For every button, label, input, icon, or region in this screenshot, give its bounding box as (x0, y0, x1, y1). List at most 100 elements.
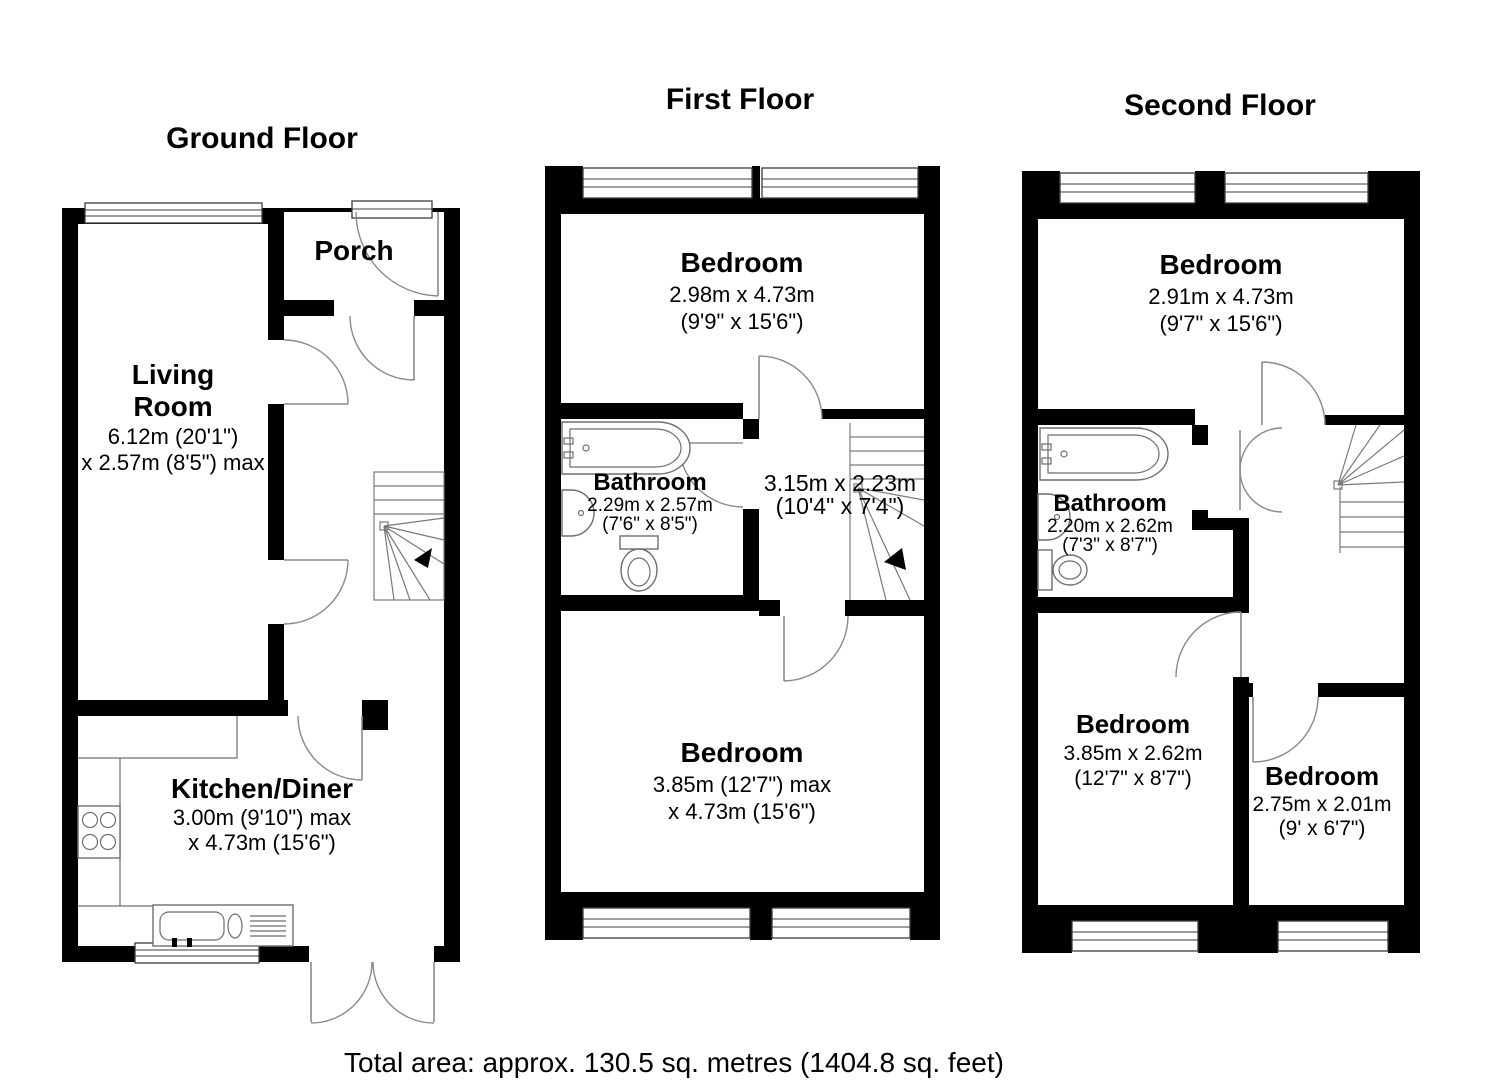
living-room-door-lower (283, 559, 349, 625)
second-floor-plan: Second Floor (1022, 89, 1420, 953)
mid-bedroom-label: Bedroom 3.85m x 2.62m (12'7" x 8'7") (1064, 709, 1203, 790)
patio-double-doors (310, 961, 435, 1024)
wall (1249, 683, 1253, 697)
mid-bedroom-window (1071, 920, 1199, 952)
room-dimensions-imperial: (7'6" x 8'5") (602, 514, 698, 535)
front-bedroom-window (582, 167, 753, 199)
room-dimensions-imperial: (10'4" x 7'4") (776, 493, 905, 519)
room-dimensions-metric: 3.85m (12'7") max (653, 772, 831, 797)
wall (1022, 905, 1072, 953)
room-dimensions-imperial: (9'9" x 15'6") (680, 309, 803, 334)
room-dimensions-metric: 2.29m x 2.57m (587, 495, 713, 516)
room-name: Bedroom (1076, 709, 1190, 739)
wall (1022, 597, 1249, 613)
wall (743, 419, 759, 439)
wall (444, 208, 460, 962)
room-name: Bedroom (681, 247, 804, 278)
wall (268, 208, 284, 340)
room-dimensions-metric: 6.12m (20'1") (108, 424, 239, 449)
room-name: Room (133, 391, 212, 422)
back-bedroom-door (783, 615, 849, 682)
hob (77, 805, 121, 859)
living-room-label: Living Room 6.12m (20'1") x 2.57m (8'5")… (81, 359, 264, 475)
wall (845, 600, 924, 616)
landing-label: 3.15m x 2.23m (10'4" x 7'4") (764, 470, 916, 519)
front-bedroom-window (1224, 172, 1369, 204)
room-name: Kitchen/Diner (171, 773, 353, 804)
kitchen-door (297, 715, 363, 781)
patio-door-opening (309, 946, 434, 962)
bathtub (561, 421, 691, 475)
wall (561, 403, 743, 419)
bathroom-label: Bathroom 2.20m x 2.62m (7'3" x 8'7") (1047, 490, 1173, 556)
front-bedroom-window (1059, 172, 1196, 204)
room-name: Living (132, 359, 214, 390)
living-room-window (84, 202, 263, 224)
wall (759, 600, 780, 616)
staircase (373, 471, 445, 601)
second-floor-title: Second Floor (1124, 89, 1316, 122)
wall (1022, 203, 1038, 921)
kitchen-window (134, 942, 260, 964)
room-name: Bedroom (681, 737, 804, 768)
wall (1233, 677, 1249, 905)
staircase (1333, 424, 1405, 553)
wall (822, 409, 924, 419)
room-dimensions-metric: 2.20m x 2.62m (1047, 516, 1173, 537)
room-dimensions-imperial: (12'7" x 8'7") (1074, 767, 1191, 790)
wall (362, 700, 388, 730)
room-name: Bedroom (1265, 761, 1379, 791)
back-bedroom-label: Bedroom 2.75m x 2.01m (9' x 6'7") (1253, 761, 1392, 840)
room-dimensions-metric: 3.15m x 2.23m (764, 470, 916, 496)
front-bedroom-label: Bedroom 2.91m x 4.73m (9'7" x 15'6") (1148, 249, 1294, 336)
front-bedroom-door (1261, 361, 1326, 426)
wall (750, 892, 772, 940)
wall (1192, 425, 1208, 445)
room-dimensions-imperial: x 2.57m (8'5") max (81, 450, 264, 475)
room-dimensions-imperial: (9' x 6'7") (1279, 817, 1366, 840)
wall (1318, 683, 1420, 697)
room-name: Bathroom (1053, 490, 1166, 517)
front-bedroom-label: Bedroom 2.98m x 4.73m (9'9" x 15'6") (669, 247, 815, 334)
wall (924, 198, 940, 908)
front-bedroom-window (761, 167, 919, 199)
wall (752, 166, 760, 214)
toilet (1037, 549, 1088, 591)
room-name: Bedroom (1160, 249, 1283, 280)
wall (1038, 409, 1195, 425)
room-dimensions-imperial: (9'7" x 15'6") (1159, 311, 1282, 336)
wall (1404, 203, 1420, 921)
mid-bedroom-door (1175, 611, 1242, 678)
cupboard-doors (1239, 427, 1283, 513)
wall (545, 198, 940, 214)
back-bedroom-label: Bedroom 3.85m (12'7") max x 4.73m (15'6"… (653, 737, 831, 824)
wall (414, 300, 444, 316)
room-dimensions-metric: 3.85m x 2.62m (1064, 742, 1203, 765)
wall (1388, 905, 1420, 953)
kitchen-sink (152, 904, 294, 947)
room-dimensions-imperial: x 4.73m (15'6") (188, 830, 336, 855)
wall (1192, 510, 1208, 520)
toilet (619, 535, 659, 592)
wall (1195, 171, 1225, 219)
wall (62, 700, 288, 716)
back-bedroom-window (582, 907, 751, 939)
total-area-text: Total area: approx. 130.5 sq. metres (14… (344, 1047, 1004, 1078)
wall (268, 404, 284, 560)
wall (545, 892, 583, 940)
back-bedroom-door (1252, 696, 1319, 763)
wall (1233, 518, 1249, 597)
ground-floor-plan: Ground Floor (62, 122, 460, 1024)
room-dimensions-imperial: (7'3" x 8'7") (1062, 535, 1158, 556)
front-bedroom-door (758, 355, 823, 420)
back-bedroom-window (1277, 920, 1389, 952)
room-name: Bathroom (593, 469, 706, 496)
ground-floor-title: Ground Floor (166, 122, 358, 155)
wall (62, 208, 78, 962)
front-door (355, 211, 439, 297)
living-room-door-upper (283, 339, 349, 405)
bathtub (1039, 427, 1169, 481)
room-dimensions-metric: 3.00m (9'10") max (173, 805, 351, 830)
